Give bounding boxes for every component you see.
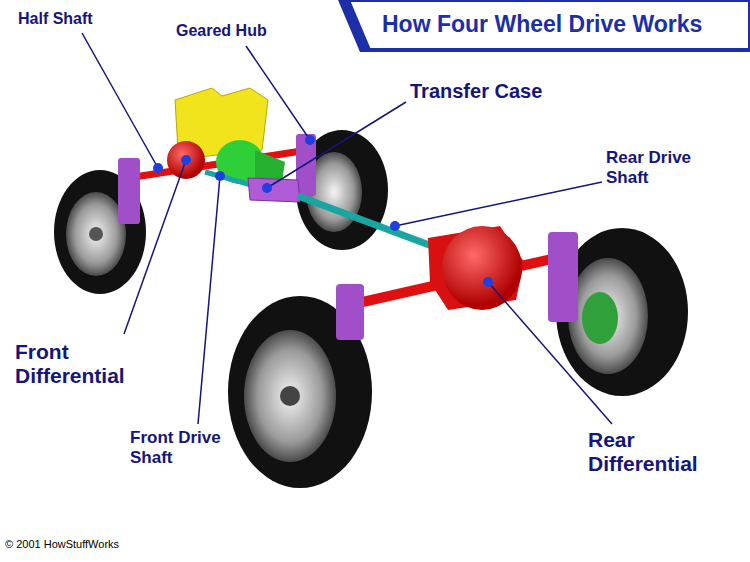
diagram-title: How Four Wheel Drive Works bbox=[382, 12, 702, 37]
part-label: Half Shaft bbox=[18, 10, 93, 28]
copyright-note: © 2001 HowStuffWorks bbox=[5, 538, 119, 551]
part-label: Geared Hub bbox=[176, 22, 267, 40]
part-label: Rear Drive Shaft bbox=[606, 148, 726, 187]
part-label: Front Drive Shaft bbox=[130, 428, 242, 467]
part-label: Rear Differential bbox=[588, 428, 743, 476]
part-label: Front Differential bbox=[15, 340, 165, 388]
part-label: Transfer Case bbox=[410, 80, 542, 103]
